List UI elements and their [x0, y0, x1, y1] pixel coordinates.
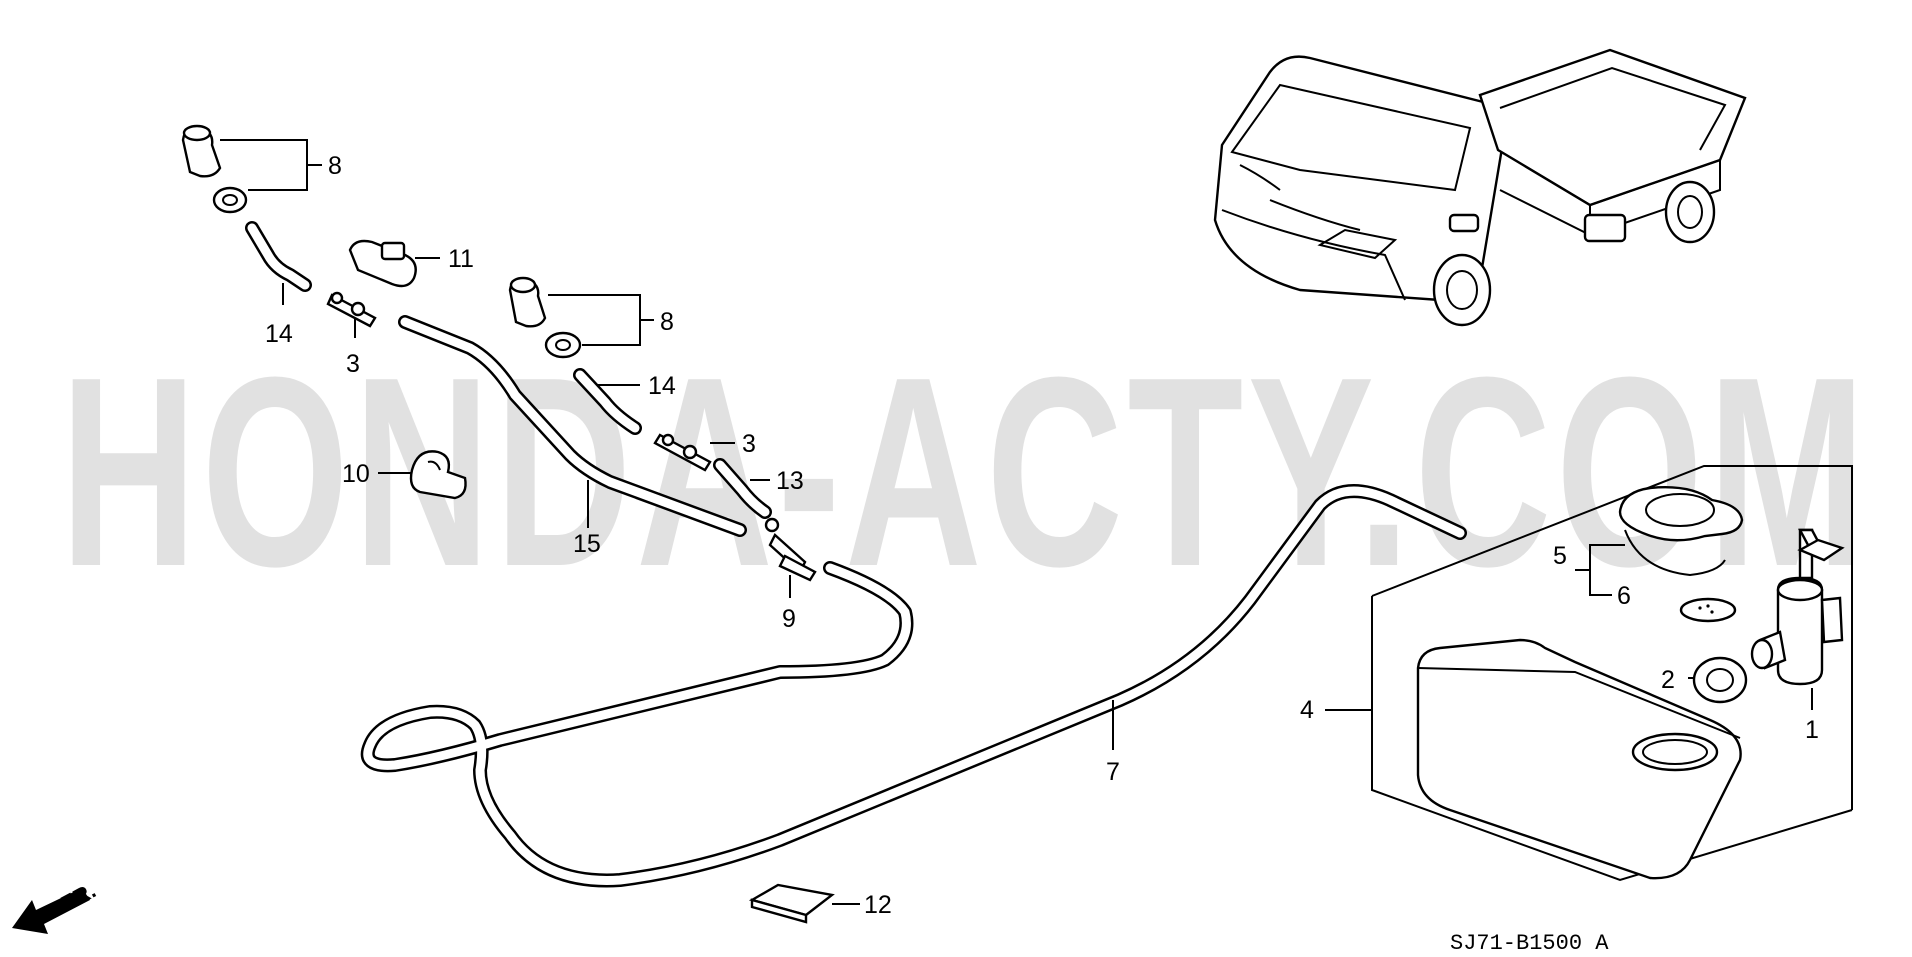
- joint-part-11: [348, 239, 417, 288]
- callout-10: 10: [342, 460, 370, 488]
- tank-cap: [1618, 486, 1744, 623]
- washer-tank: [1416, 638, 1742, 880]
- callout-9: 9: [782, 605, 796, 633]
- callout-15: 15: [573, 530, 601, 558]
- callout-3-lower: 3: [742, 430, 756, 458]
- connector-3-upper: [326, 291, 377, 328]
- callout-11: 11: [448, 245, 474, 273]
- hose-15: [398, 315, 747, 537]
- pad-part-12: [748, 883, 835, 924]
- diagram-code: SJ71-B1500 A: [1450, 931, 1609, 956]
- washer-pump: [1750, 528, 1844, 686]
- callout-2: 2: [1661, 666, 1675, 694]
- callout-4: 4: [1300, 696, 1314, 724]
- hose-14-lower: [573, 368, 642, 435]
- callout-14-upper: 14: [265, 320, 293, 348]
- bracket-4-bottom: [1371, 596, 1853, 882]
- callout-7: 7: [1106, 758, 1120, 786]
- truck-illustration: [1213, 48, 1747, 327]
- callout-5: 5: [1553, 542, 1567, 570]
- callout-14-lower: 14: [648, 372, 676, 400]
- grommet-part-2: [1692, 656, 1748, 704]
- bracket-8a: [220, 139, 308, 191]
- hose-7: [360, 484, 1467, 888]
- clip-part-10: [409, 450, 467, 500]
- callout-6: 6: [1617, 582, 1631, 610]
- nozzle-upper: [181, 124, 248, 214]
- connector-3-lower: [653, 433, 712, 472]
- watermark-text: HONDA-ACTY.COM: [60, 322, 1870, 623]
- bracket-4-top: [1371, 465, 1853, 810]
- callout-3-upper: 3: [346, 350, 360, 378]
- small-pad: [1797, 538, 1845, 562]
- callout-8-lower: 8: [660, 308, 674, 336]
- hose-14-upper: [245, 221, 312, 292]
- callout-8-upper: 8: [328, 152, 342, 180]
- callout-12: 12: [864, 891, 892, 919]
- joint-part-9: [764, 517, 817, 582]
- callout-1: 1: [1805, 716, 1819, 744]
- nozzle-lower: [508, 276, 582, 359]
- front-arrow-icon: [12, 888, 90, 934]
- callout-13: 13: [776, 467, 804, 495]
- hose-13: [713, 458, 772, 519]
